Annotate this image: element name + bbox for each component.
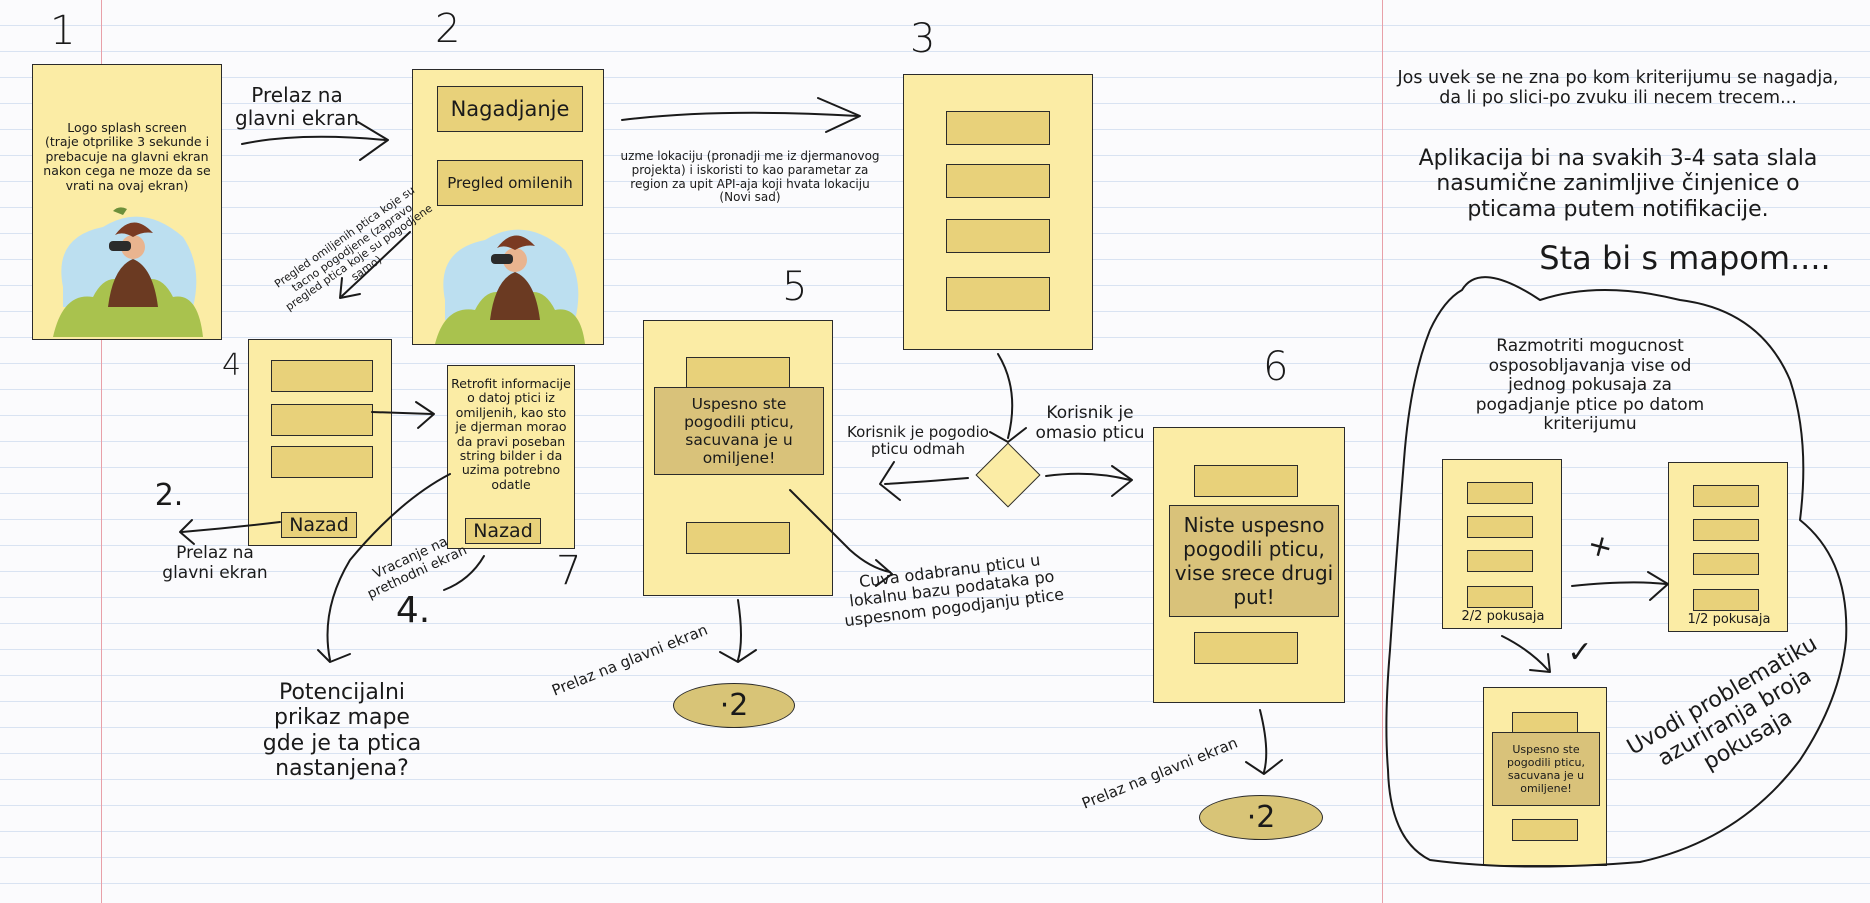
birdwatcher-illustration (53, 207, 203, 337)
check-mark: ✓ (1567, 635, 1593, 670)
option-button (1512, 819, 1578, 841)
attempts-counter: 2/2 pokusaja (1461, 609, 1545, 624)
step-number-3: 3 (910, 16, 936, 62)
note-notifications: Aplikacija bi na svakih 3-4 sata slala n… (1418, 146, 1818, 222)
option-button (686, 522, 790, 554)
screen-guess-options (903, 74, 1093, 350)
screen-favorites-list: Nazad (248, 339, 392, 546)
guess-button[interactable]: Nagadjanje (437, 86, 583, 132)
step-number-4: 4 (222, 348, 242, 383)
failure-dialog: Niste uspesno pogodili pticu, vise srece… (1169, 505, 1339, 617)
annotation-map-question: Potencijalni prikaz mape gde je ta ptica… (262, 680, 422, 781)
screen-splash: Logo splash screen (traje otprilike 3 se… (32, 64, 222, 340)
favorite-item[interactable] (271, 446, 373, 478)
option-button (1693, 553, 1759, 575)
option-button (686, 357, 790, 389)
option-button (1467, 586, 1533, 608)
details-text: Retrofit informacije o datoj ptici iz om… (451, 376, 571, 492)
annotation-to-main: Prelaz na glavni ekran (235, 83, 359, 130)
annotation-two: 2. (154, 478, 184, 513)
step-number-7: 7 (556, 548, 582, 594)
goto-main-marker: ·2 (1199, 795, 1323, 840)
screen-attempts-1: 1/2 pokusaja (1668, 462, 1788, 632)
annotation-guessed: Korisnik je pogodio pticu odmah (847, 423, 989, 459)
note-multiple-attempts: Razmotriti mogucnost osposobljavanja vis… (1475, 336, 1705, 435)
step-number-6: 6 (1263, 344, 1289, 390)
screen-bird-details: Retrofit informacije o datoj ptici iz om… (447, 365, 575, 549)
screen-attempts-2: 2/2 pokusaja (1442, 459, 1562, 629)
option-button[interactable] (946, 277, 1050, 311)
margin-line-left (101, 0, 102, 903)
option-button (1467, 482, 1533, 504)
step-number-5: 5 (782, 264, 808, 310)
note-criteria: Jos uvek se ne zna po kom kriterijumu se… (1397, 68, 1839, 109)
screen-attempts-success: Uspesno ste pogodili pticu, sacuvana je … (1483, 687, 1607, 866)
annotation-to-main: Prelaz na glavni ekran (162, 543, 268, 583)
option-button (1467, 516, 1533, 538)
screen-success: Uspesno ste pogodili pticu, sacuvana je … (643, 320, 833, 596)
favorite-item[interactable] (271, 360, 373, 392)
screen-main-menu: Nagadjanje Pregled omilenih (412, 69, 604, 345)
option-button (1194, 465, 1298, 497)
option-button (1693, 519, 1759, 541)
step-number-2: 2 (435, 6, 461, 52)
option-button (1467, 550, 1533, 572)
margin-line-right (1382, 0, 1383, 903)
back-button[interactable]: Nazad (465, 518, 541, 544)
option-button[interactable] (946, 164, 1050, 198)
option-button[interactable] (946, 219, 1050, 253)
option-button (1194, 632, 1298, 664)
birdwatcher-illustration (435, 229, 585, 344)
note-map-title: Sta bi s mapom.... (1539, 239, 1831, 277)
splash-text: Logo splash screen (traje otprilike 3 se… (43, 120, 211, 193)
option-button (1512, 712, 1578, 734)
option-button[interactable] (946, 111, 1050, 145)
annotation-four: 4. (395, 590, 431, 631)
cross-mark: + (1583, 526, 1617, 567)
success-dialog: Uspesno ste pogodili pticu, sacuvana je … (654, 387, 824, 475)
favorite-item[interactable] (271, 404, 373, 436)
annotation-missed: Korisnik je omasio pticu (1035, 403, 1145, 443)
screen-failure: Niste uspesno pogodili pticu, vise srece… (1153, 427, 1345, 703)
favorites-button[interactable]: Pregled omilenih (437, 160, 583, 206)
success-dialog-small: Uspesno ste pogodili pticu, sacuvana je … (1492, 732, 1600, 806)
goto-main-marker: ·2 (673, 683, 795, 728)
option-button (1693, 589, 1759, 611)
back-button[interactable]: Nazad (281, 512, 357, 538)
attempts-counter: 1/2 pokusaja (1687, 612, 1771, 627)
step-number-1: 1 (50, 8, 76, 54)
annotation-location: uzme lokaciju (pronadji me iz djermanovo… (620, 149, 880, 205)
note-attempt-updating: Uvodi problematiku azuriranja broja poku… (1622, 631, 1822, 776)
option-button (1693, 485, 1759, 507)
annotation-saves-bird: Cuva odabranu pticu u lokalnu bazu podat… (843, 550, 1066, 631)
